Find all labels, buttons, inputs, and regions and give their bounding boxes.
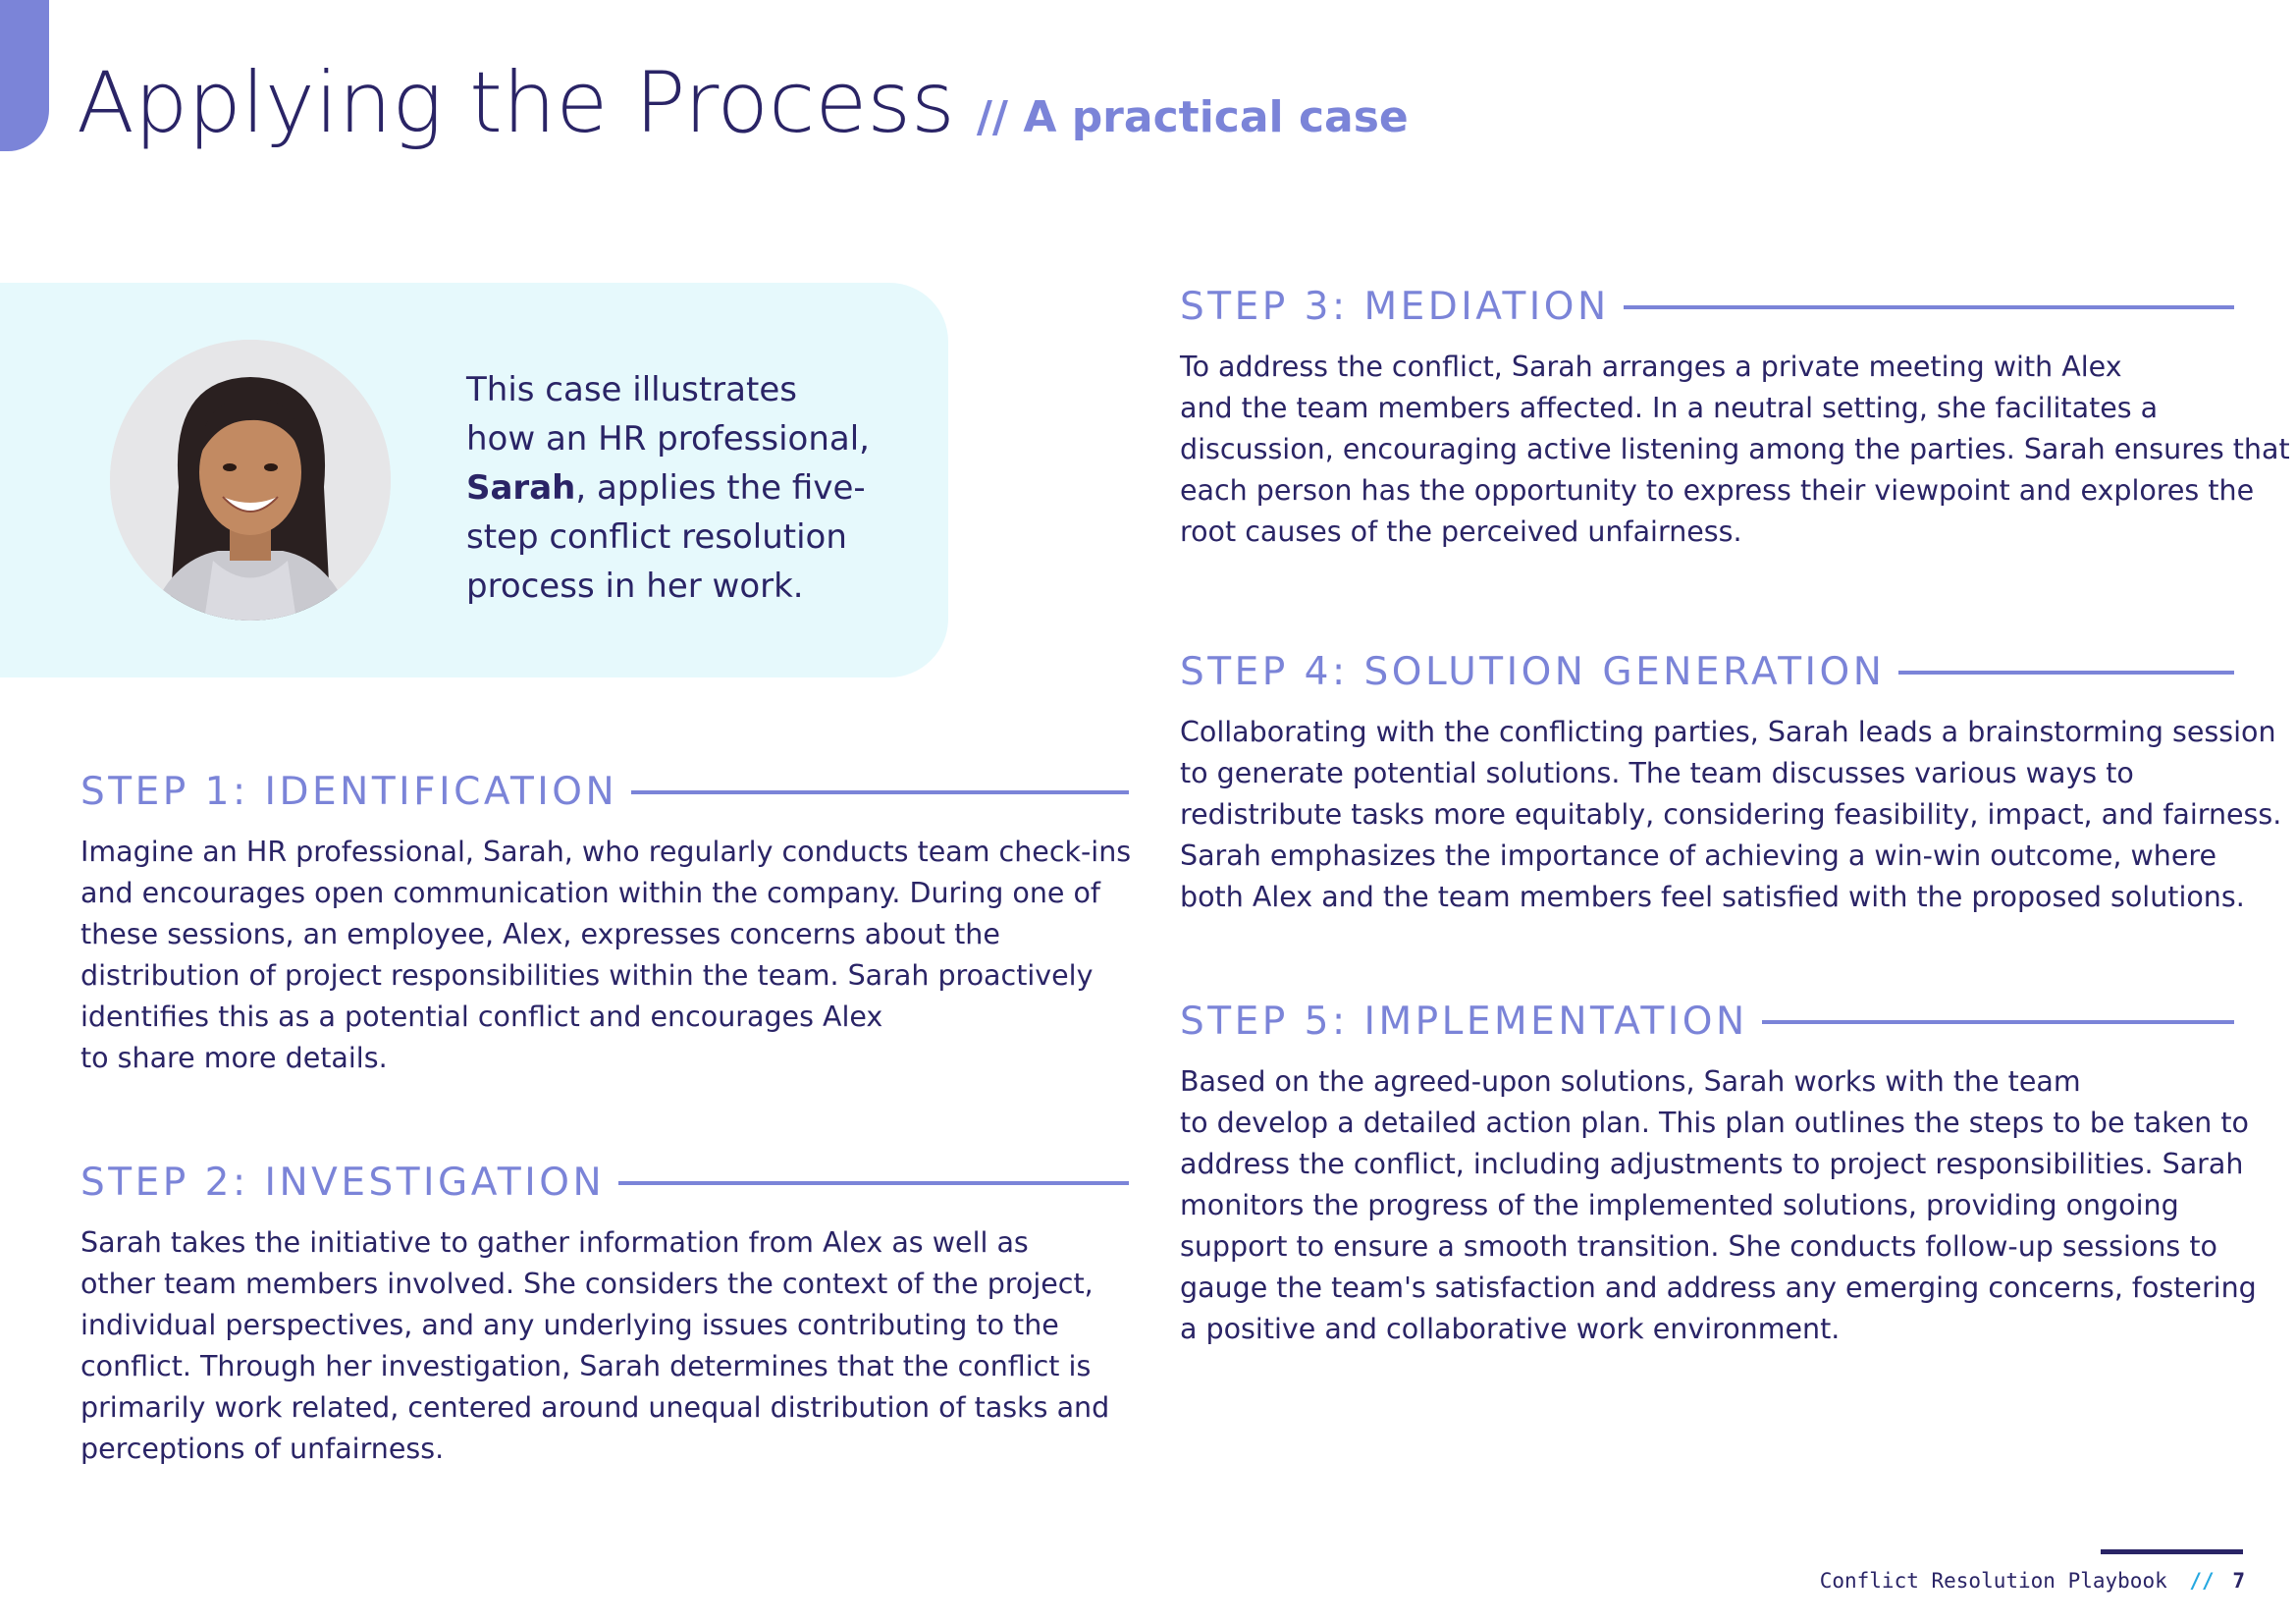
page-title: Applying the Process [77,54,955,152]
body-line: conflict. Through her investigation, Sar… [80,1350,1092,1382]
page-footer: Conflict Resolution Playbook // 7 [1820,1569,2245,1593]
intro-line-rest: , applies the five- [575,468,866,508]
intro-line: step conflict resolution [466,517,847,557]
body-line: monitors the progress of the implemented… [1180,1189,2179,1221]
body-line: individual perspectives, and any underly… [80,1309,1059,1341]
body-line: distribution of project responsibilities… [80,959,1094,992]
intro-line: Sarah, applies the five- [466,463,928,513]
step-3-section: STEP 3: MEDIATION To address the conflic… [1180,285,2290,553]
step-1-body: Imagine an HR professional, Sarah, who r… [80,832,1132,1079]
step-4-rule [1898,670,2234,675]
sarah-portrait-avatar [110,340,391,621]
step-3-title: STEP 3: MEDIATION [1180,285,1610,329]
body-line: support to ensure a smooth transition. S… [1180,1230,2217,1263]
intro-line: how an HR professional, [466,419,870,459]
body-line: primarily work related, centered around … [80,1391,1110,1424]
page-subtitle: // A practical case [976,92,1409,142]
body-line: redistribute tasks more equitably, consi… [1180,798,2282,831]
step-5-rule [1761,1019,2234,1024]
step-4-body: Collaborating with the conflicting parti… [1180,712,2282,918]
body-line: and encourages open communication within… [80,877,1100,909]
footer-separator: // [2189,1569,2215,1593]
body-line: and the team members affected. In a neut… [1180,392,2159,424]
step-5-title: STEP 5: IMPLEMENTATION [1180,1000,1748,1044]
intro-line: process in her work. [466,567,804,606]
step-2-title: STEP 2: INVESTIGATION [80,1161,606,1205]
step-3-body: To address the conflict, Sarah arranges … [1180,347,2290,553]
step-5-body: Based on the agreed-upon solutions, Sara… [1180,1061,2257,1350]
body-line: Imagine an HR professional, Sarah, who r… [80,836,1132,868]
body-line: a positive and collaborative work enviro… [1180,1313,1841,1345]
body-line: identifies this as a potential conflict … [80,1001,883,1033]
step-2-section: STEP 2: INVESTIGATION Sarah takes the in… [80,1161,1129,1470]
body-line: other team members involved. She conside… [80,1268,1094,1300]
page-number: 7 [2232,1569,2245,1593]
step-3-rule [1623,304,2234,309]
body-line: discussion, encouraging active listening… [1180,433,2290,465]
footer-doc-title: Conflict Resolution Playbook [1819,1569,2167,1593]
page-header: Applying the Process // A practical case [77,54,1409,152]
body-line: to generate potential solutions. The tea… [1180,757,2134,789]
body-line: root causes of the perceived unfairness. [1180,515,1742,548]
body-line: To address the conflict, Sarah arranges … [1180,351,2122,383]
step-2-rule [618,1180,1129,1185]
body-line: Sarah takes the initiative to gather inf… [80,1226,1029,1259]
body-line: Sarah emphasizes the importance of achie… [1180,839,2217,872]
body-line: to share more details. [80,1042,388,1074]
body-line: Based on the agreed-upon solutions, Sara… [1180,1065,2081,1098]
body-line: Collaborating with the conflicting parti… [1180,716,2276,748]
body-line: both Alex and the team members feel sati… [1180,881,2245,913]
body-line: each person has the opportunity to expre… [1180,474,2255,507]
body-line: address the conflict, including adjustme… [1180,1148,2244,1180]
portrait-image [110,340,391,621]
body-line: gauge the team's satisfaction and addres… [1180,1271,2257,1304]
intro-paragraph: This case illustrates how an HR professi… [466,365,928,611]
intro-name-highlight: Sarah [466,468,576,508]
step-4-title: STEP 4: SOLUTION GENERATION [1180,650,1886,694]
step-1-section: STEP 1: IDENTIFICATION Imagine an HR pro… [80,770,1132,1079]
step-1-title: STEP 1: IDENTIFICATION [80,770,618,814]
step-5-section: STEP 5: IMPLEMENTATION Based on the agre… [1180,1000,2257,1350]
step-4-section: STEP 4: SOLUTION GENERATION Collaboratin… [1180,650,2282,918]
step-2-body: Sarah takes the initiative to gather inf… [80,1222,1129,1470]
step-1-rule [631,789,1129,794]
body-line: perceptions of unfairness. [80,1433,445,1465]
intro-line: This case illustrates [466,370,797,409]
body-line: these sessions, an employee, Alex, expre… [80,918,1000,950]
footer-accent-bar [2101,1549,2243,1554]
corner-accent-tab [0,0,49,151]
body-line: to develop a detailed action plan. This … [1180,1107,2249,1139]
